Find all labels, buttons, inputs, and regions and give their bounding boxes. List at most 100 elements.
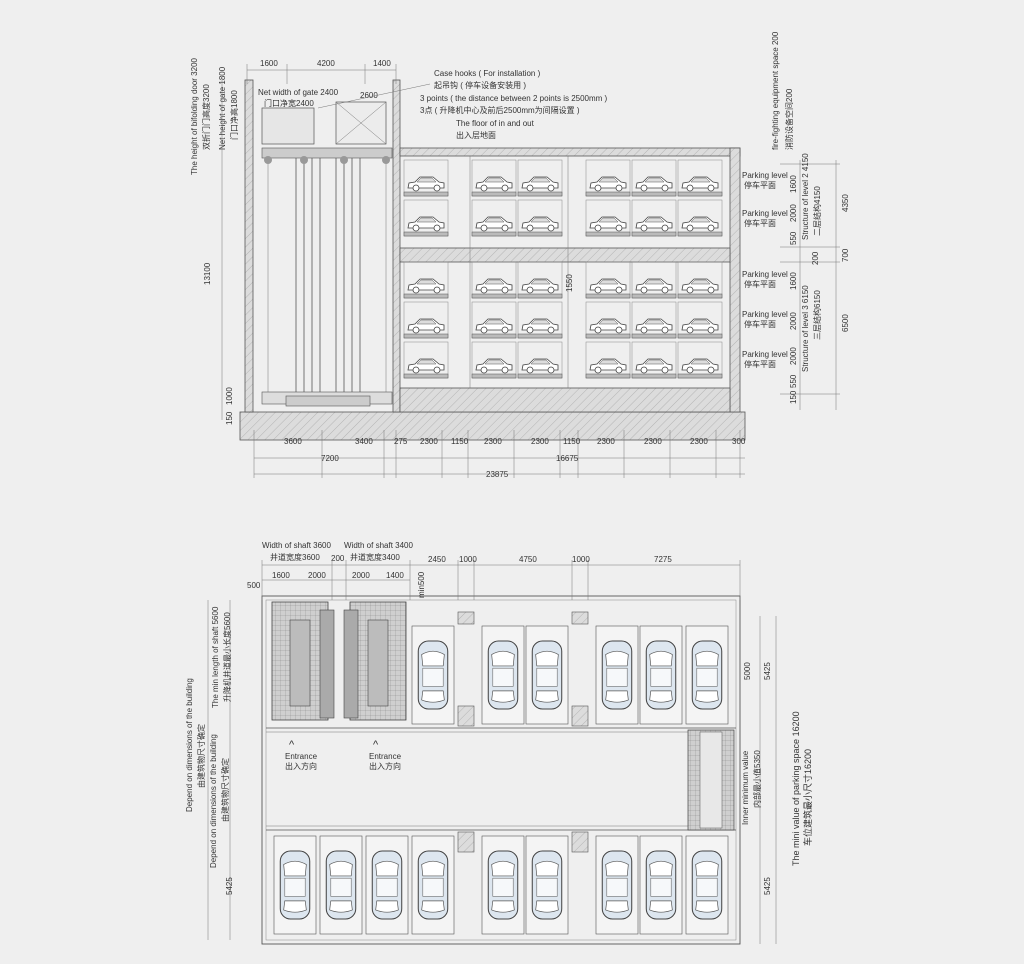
plan-car-4 — [639, 625, 683, 725]
structure-level2-en: Structure of level 2 4150 — [801, 153, 810, 240]
net-height-en: Net height of gate 1800 — [218, 66, 227, 150]
total-height-13100: 13100 — [203, 262, 212, 285]
plan-min500: min500 — [417, 571, 426, 598]
plan-sub-dim-1400: 1400 — [386, 571, 404, 580]
elevation-car-24 — [403, 341, 449, 379]
entrance-cn-2: 出入方向 — [369, 761, 401, 771]
elevation-car-10 — [631, 199, 677, 237]
bottom-dim-2300-4: 2300 — [597, 437, 615, 446]
plan-dim-4750: 4750 — [519, 555, 537, 564]
outer-dim-4350: 4350 — [841, 194, 850, 212]
entrance-label-2: Entrance — [369, 752, 402, 761]
plan-dim-7275: 7275 — [654, 555, 672, 564]
plan-sub-dim-1600: 1600 — [272, 571, 290, 580]
top-dim-1400: 1400 — [373, 59, 391, 68]
plan-sub-dim-2000-b: 2000 — [352, 571, 370, 580]
elevation-car-18 — [403, 301, 449, 339]
inner-min-cn: 内部最小值5350 — [752, 750, 762, 808]
bottom-dim-1150-2: 1150 — [563, 437, 581, 446]
elevation-car-25 — [471, 341, 517, 379]
case-hooks-cn: 起吊钩 ( 停车设备安装用 ) — [434, 80, 526, 90]
structure-level3-cn: 三层结构6150 — [812, 290, 822, 340]
grand-total-23875: 23875 — [486, 470, 509, 479]
plan-car-5 — [685, 625, 729, 725]
parking-level-cn-3: 停车平面 — [744, 279, 776, 289]
elevation-car-4 — [631, 159, 677, 197]
elevation-cars — [403, 159, 723, 379]
bottom-dim-275: 275 — [394, 437, 408, 446]
fire-fighting-cn: 消防设备空间200 — [784, 88, 794, 150]
three-points-cn: 3点 ( 升降机中心及前后2500mm为间隔设置 ) — [420, 105, 580, 115]
shaft2-width-cn: 井道宽度3400 — [350, 552, 400, 562]
elevation-car-23 — [677, 301, 723, 339]
gate-box — [261, 107, 315, 145]
floor-in-out-en: The floor of in and out — [456, 119, 535, 128]
plan-car-14 — [685, 835, 729, 935]
elevation-car-19 — [471, 301, 517, 339]
dim-1000: 1000 — [225, 387, 234, 405]
bottom-dim-3400: 3400 — [355, 437, 373, 446]
chamber-floor-step — [399, 387, 731, 413]
plan-cars — [273, 625, 729, 935]
elevation-car-28 — [631, 341, 677, 379]
shaft-min-length-cn: 升降机井道最小长度5600 — [222, 612, 232, 702]
elevation-car-13 — [471, 261, 517, 299]
parking-level-label-1: Parking level — [742, 171, 788, 180]
mini-value-cn: 车位建筑最小尺寸16200 — [802, 749, 813, 846]
right-dim-550-b: 550 — [789, 374, 798, 388]
right-dim-2000-b: 2000 — [789, 312, 798, 330]
total-dim-7200: 7200 — [321, 454, 339, 463]
elevation-car-3 — [585, 159, 631, 197]
lift-shaft-wall-mid — [392, 79, 401, 413]
dim-1550: 1550 — [565, 274, 574, 292]
elevation-car-26 — [517, 341, 563, 379]
mini-value-en: The mini value of parking space 16200 — [791, 711, 801, 866]
elevation-car-11 — [677, 199, 723, 237]
plan-car-12 — [595, 835, 639, 935]
bottom-dim-2300-1: 2300 — [420, 437, 438, 446]
net-height-cn: 门口净高1800 — [229, 90, 239, 140]
entrance-arrow-2: ^ — [373, 739, 379, 751]
elevation-car-20 — [517, 301, 563, 339]
plan-outer-wall — [261, 595, 741, 945]
elevation-car-5 — [677, 159, 723, 197]
parking-level-label-3: Parking level — [742, 270, 788, 279]
parking-level-cn-1: 停车平面 — [744, 180, 776, 190]
elevation-car-15 — [585, 261, 631, 299]
plan-car-8 — [365, 835, 409, 935]
parking-level-label-4: Parking level — [742, 310, 788, 319]
floor-in-out-cn: 出入层地面 — [456, 130, 496, 140]
dim-150: 150 — [225, 411, 234, 425]
right-dim-1600-a: 1600 — [789, 175, 798, 193]
structure-level2-cn: 二层结构4150 — [812, 186, 822, 236]
plan-dim-1000-a: 1000 — [459, 555, 477, 564]
dim-2600: 2600 — [360, 91, 378, 100]
entrance-label-1: Entrance — [285, 752, 318, 761]
plan-left-dim-5425: 5425 — [225, 877, 234, 895]
bottom-dim-1150-1: 1150 — [451, 437, 469, 446]
depend-dimensions-en-2: Depend on dimensions of the building — [209, 734, 218, 868]
dim-200: 200 — [331, 554, 345, 563]
right-dim-1600-b: 1600 — [789, 272, 798, 290]
plan-dim-5000: 5000 — [743, 662, 752, 680]
right-dim-2000-c: 2000 — [789, 347, 798, 365]
plan-sub-dim-2000-a: 2000 — [308, 571, 326, 580]
structure-level3-en: Structure of level 3 6150 — [801, 285, 810, 372]
entrance-cn-1: 出入方向 — [285, 761, 317, 771]
plan-car-2 — [525, 625, 569, 725]
elevation-car-22 — [631, 301, 677, 339]
right-dim-550-a: 550 — [789, 231, 798, 245]
total-dim-16675: 16675 — [556, 454, 579, 463]
elevation-car-21 — [585, 301, 631, 339]
elevation-car-16 — [631, 261, 677, 299]
bottom-dim-300: 300 — [732, 437, 746, 446]
shaft1-width-en: Width of shaft 3600 — [262, 541, 331, 550]
elevation-car-1 — [471, 159, 517, 197]
elevation-car-29 — [677, 341, 723, 379]
plan-car-7 — [319, 835, 363, 935]
elevation-car-0 — [403, 159, 449, 197]
plan-car-6 — [273, 835, 317, 935]
chamber-mid-slab — [399, 247, 731, 263]
right-dim-200: 200 — [811, 251, 820, 265]
